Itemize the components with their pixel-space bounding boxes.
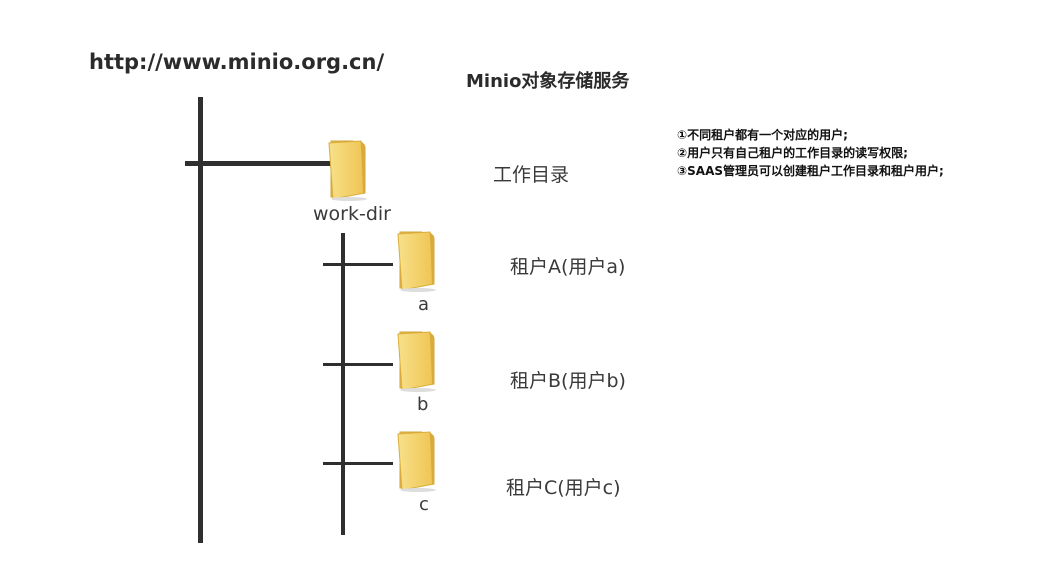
folder-icon — [397, 231, 436, 292]
folder-icon — [397, 431, 436, 492]
diagram-title: Minio对象存储服务 — [466, 71, 630, 92]
notes-block: ①不同租户都有一个对应的用户; ②用户只有自己租户的工作目录的读写权限; ③SA… — [677, 126, 944, 180]
tenant-folder-name-c: c — [419, 494, 429, 515]
tenant-description-b: 租户B(用户b) — [510, 370, 626, 392]
main-trunk-line — [198, 97, 203, 543]
tenant-description-c: 租户C(用户c) — [506, 477, 621, 499]
folder-icon — [397, 331, 436, 392]
folder-icon — [328, 140, 367, 201]
root-branch-line — [185, 161, 331, 166]
note-item-2: ②用户只有自己租户的工作目录的读写权限; — [677, 146, 908, 160]
note-item-3: ③SAAS管理员可以创建租户工作目录和租户用户; — [677, 164, 944, 178]
tenant-description-a: 租户A(用户a) — [510, 256, 626, 278]
tenant-folder-name-a: a — [418, 294, 430, 315]
branch-line-c — [323, 462, 393, 465]
branch-line-b — [323, 363, 393, 366]
branch-line-a — [323, 263, 393, 266]
url-text: http://www.minio.org.cn/ — [89, 50, 385, 74]
root-folder-name: work-dir — [313, 203, 391, 225]
sub-trunk-line — [341, 233, 345, 535]
tenant-folder-name-b: b — [417, 394, 429, 415]
note-item-1: ①不同租户都有一个对应的用户; — [677, 128, 848, 142]
root-folder-description: 工作目录 — [493, 164, 570, 186]
